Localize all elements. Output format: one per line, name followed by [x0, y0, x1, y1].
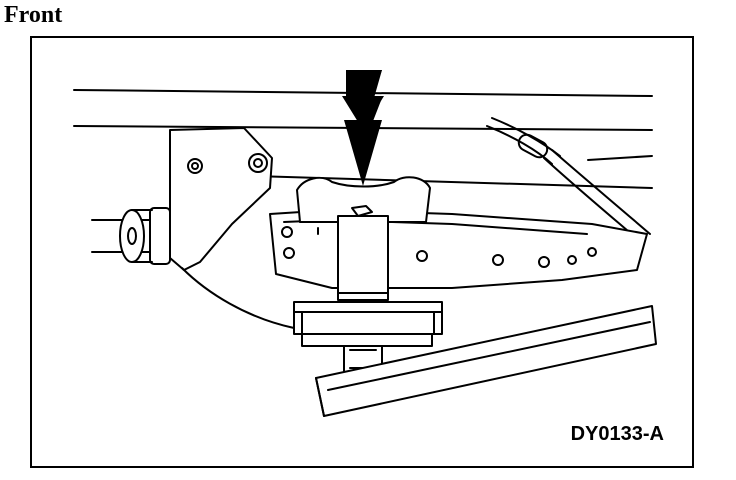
figure-heading: Front: [4, 2, 63, 28]
mounting-bracket: [169, 127, 295, 329]
jack-column: [337, 215, 389, 301]
jack-illustration: [73, 70, 657, 417]
down-arrow-icon: [342, 70, 384, 186]
jack-platform: [315, 305, 657, 417]
figure-code: DY0133-A: [570, 423, 664, 445]
illustration-frame: DY0133-A: [30, 36, 694, 468]
axle-cap: [119, 207, 171, 265]
